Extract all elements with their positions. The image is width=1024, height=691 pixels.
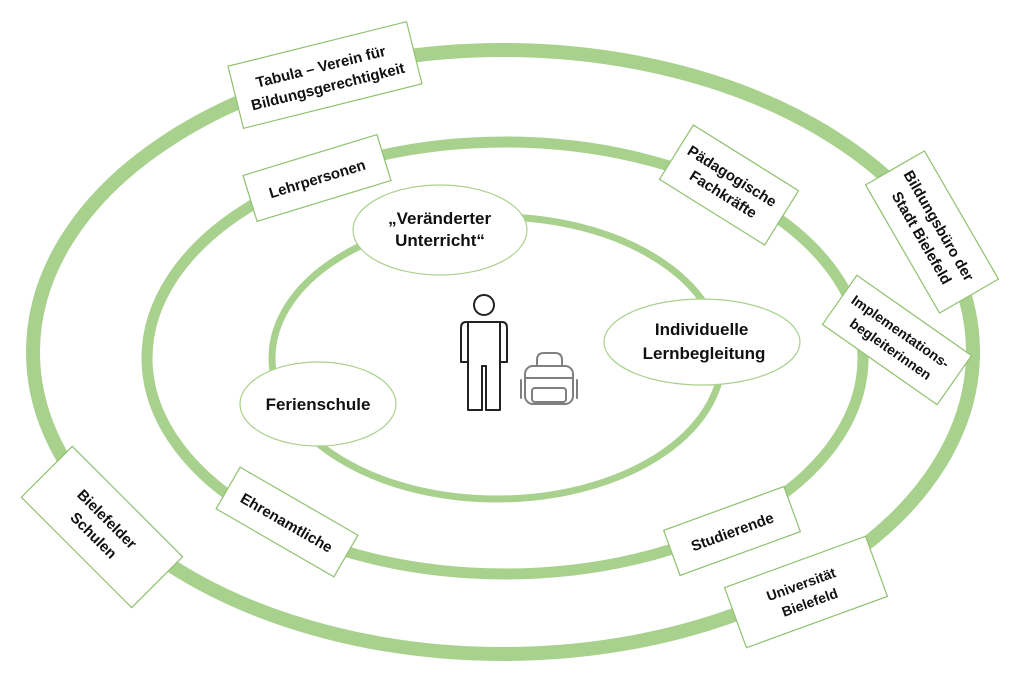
bubble-individuelle-lernbegleitung-label: Individuelle Lernbegleitung [643,320,766,363]
box-universitaet: Universität Bielefeld [723,535,889,649]
bubble-ferienschule-label: Ferienschule [266,395,371,414]
bubble-individuelle-lernbegleitung: Individuelle Lernbegleitung [603,298,801,386]
box-bielefelder-schulen: Bielefelder Schulen [20,445,184,609]
bubble-veraenderter-unterricht-line-2: Unterricht“ [395,231,485,250]
bubble-individuelle-lernbegleitung-line-1: Individuelle [655,320,749,339]
backpack-icon [520,352,578,405]
bubble-veraenderter-unterricht-label: „Veränderter Unterricht“ [388,209,496,250]
box-paedagogische-fachkraefte: Pädagogische Fachkräfte [658,124,800,246]
bubble-veraenderter-unterricht-line-1: „Veränderter [388,209,491,228]
box-ehrenamtliche: Ehrenamtliche [215,466,359,578]
box-studierende: Studierende [662,485,802,577]
person-icon [460,294,508,411]
box-bildungsbuero: Bildungsbüro der Stadt Bielefeld [864,150,1000,314]
middle-ring [141,136,869,580]
box-tabula: Tabula – Verein für Bildungsgerechtigkei… [227,20,423,130]
bubble-ferienschule: Ferienschule [239,361,397,447]
outer-ring [26,43,980,661]
bubble-veraenderter-unterricht: „Veränderter Unterricht“ [352,184,528,276]
bubble-ferienschule-line-1: Ferienschule [266,395,371,414]
bubble-individuelle-lernbegleitung-line-2: Lernbegleitung [643,344,766,363]
